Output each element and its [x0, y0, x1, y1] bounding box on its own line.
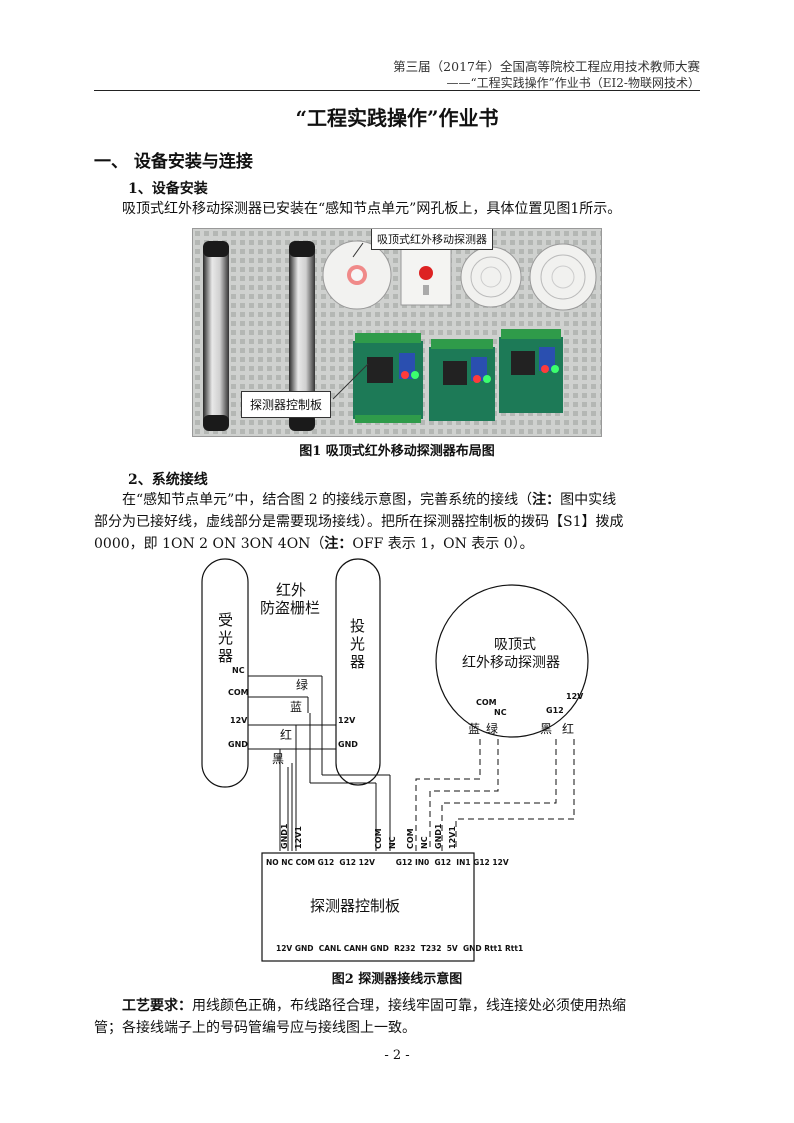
rx-pin-gnd: GND	[228, 740, 248, 749]
transmitter-label-char-3: 器	[350, 653, 365, 671]
control-board-2	[429, 339, 495, 421]
wire-color-blue: 蓝	[290, 700, 302, 714]
det-wire-red: 红	[562, 721, 574, 736]
emergency-button	[400, 248, 452, 306]
solid-wires	[248, 675, 391, 851]
wiring-text-b: 图中实线	[560, 492, 617, 508]
install-paragraph: 吸顶式红外移动探测器已安装在“感知节点单元”网孔板上，具体位置见图1所示。	[122, 201, 622, 217]
craft-requirements-line-2: 管；各接线端子上的号码管编号应与接线图上一致。	[94, 1020, 416, 1036]
ir-beam-receiver	[203, 241, 229, 431]
transmitter-label-char-1: 投	[350, 617, 365, 635]
receiver-unit	[201, 558, 249, 788]
det-pin-nc: NC	[494, 708, 507, 717]
subsection-heading-install: 1、设备安装	[128, 181, 208, 197]
figure-2-caption: 图2 探测器接线示意图	[331, 972, 463, 987]
header-rule	[94, 90, 700, 91]
fence-label-line-1: 红外	[276, 581, 306, 599]
ceiling-detector-unit	[435, 584, 589, 738]
device-photo-illustration	[193, 229, 601, 436]
board-label-gnd1-b: GND1	[434, 823, 443, 849]
control-board-unit	[261, 852, 475, 962]
figure-2-wiring-diagram: 受 光 器 投 光 器 红外 防盗栅栏 吸顶式 红外移动探测器 NC COM 1…	[180, 553, 620, 965]
figure-1-photo: 吸顶式红外移动探测器 探测器控制板	[192, 228, 602, 437]
craft-requirements-line-1: 工艺要求：用线颜色正确，布线路径合理，接线牢固可靠，线连接处必须使用热缩	[94, 995, 700, 1017]
transmitter-unit	[335, 558, 381, 786]
det-wire-blue: 蓝	[468, 722, 480, 736]
receiver-label-char-1: 受	[218, 611, 233, 629]
rx-pin-nc: NC	[232, 666, 245, 675]
wiring-paragraph-line-3: 0000，即 1ON 2 ON 3ON 4ON（注：OFF 表示 1，ON 表示…	[94, 533, 700, 555]
transmitter-label-char-2: 光	[350, 635, 365, 653]
wiring-text-d: OFF 表示 1，ON 表示 0）。	[352, 536, 534, 552]
board-label-12v1-b: 12V1	[448, 826, 457, 849]
det-wire-black: 黑	[540, 722, 552, 736]
board-label-gnd1-a: GND1	[280, 823, 289, 849]
det-pin-g12: G12	[546, 706, 564, 715]
note-label-2: 注：	[324, 536, 353, 552]
detector-label-line-2: 红外移动探测器	[462, 655, 560, 671]
board-label-com-a: COM	[374, 828, 383, 849]
dashed-wires	[415, 739, 575, 851]
wire-color-green: 绿	[296, 677, 308, 692]
board-top-pin-row: NO NC COM G12 G12 12V G12 IN0 G12 IN1 G1…	[266, 858, 509, 867]
tx-pin-12v: 12V	[338, 716, 356, 725]
callout-ceiling-detector: 吸顶式红外移动探测器	[371, 229, 493, 250]
figure-1-caption: 图1 吸顶式红外移动探测器布局图	[299, 444, 495, 459]
page-number: - 2 -	[384, 1048, 410, 1063]
callout-control-board: 探测器控制板	[241, 391, 332, 418]
ceiling-pir-detector	[322, 240, 392, 310]
craft-label: 工艺要求：	[122, 998, 192, 1014]
detector-label-line-1: 吸顶式	[494, 637, 536, 653]
receiver-label-char-2: 光	[218, 629, 233, 647]
wiring-paragraph-line-2: 部分为已接好线，虚线部分是需要现场接线）。把所在探测器控制板的拨码【S1】拨成	[94, 514, 624, 530]
smoke-detector-1	[460, 246, 522, 308]
rx-pin-12v: 12V	[230, 716, 248, 725]
wire-color-red: 红	[280, 727, 292, 742]
header-line-2: ——“工程实践操作”作业书（EI2-物联网技术）	[446, 76, 700, 90]
det-pin-12v: 12V	[566, 692, 584, 701]
control-board-1	[353, 333, 423, 423]
smoke-detector-2	[529, 243, 597, 311]
board-label-nc-a: NC	[388, 836, 397, 849]
board-label-com-b: COM	[406, 828, 415, 849]
rx-pin-com: COM	[228, 688, 249, 697]
document-title: “工程实践操作”作业书	[295, 106, 499, 130]
board-label-nc-b: NC	[420, 836, 429, 849]
det-wire-green: 绿	[486, 721, 498, 736]
wiring-text-a: 在“感知节点单元”中，结合图 2 的接线示意图，完善系统的接线（	[122, 492, 533, 508]
det-pin-com: COM	[476, 698, 497, 707]
note-label-1: 注：	[532, 492, 561, 508]
board-label-12v1-a: 12V1	[294, 826, 303, 849]
wiring-paragraph-line-1: 在“感知节点单元”中，结合图 2 的接线示意图，完善系统的接线（注：图中实线	[94, 489, 700, 511]
subsection-heading-wiring: 2、系统接线	[128, 472, 208, 488]
header-line-1: 第三届（2017年）全国高等院校工程应用技术教师大赛	[393, 59, 700, 74]
tx-pin-gnd: GND	[338, 740, 358, 749]
section-heading: 一、 设备安装与连接	[94, 152, 253, 172]
fence-label-line-2: 防盗栅栏	[260, 599, 320, 617]
board-name-label: 探测器控制板	[310, 897, 400, 915]
receiver-label-char-3: 器	[218, 647, 233, 665]
control-board-3	[499, 329, 563, 413]
board-bottom-pin-row: 12V GND CANL CANH GND R232 T232 5V GND R…	[276, 944, 523, 953]
wire-color-black: 黑	[272, 752, 284, 766]
wiring-text-c: 0000，即 1ON 2 ON 3ON 4ON（	[94, 536, 325, 552]
craft-text-1: 用线颜色正确，布线路径合理，接线牢固可靠，线连接处必须使用热缩	[192, 998, 626, 1014]
ir-beam-transmitter	[289, 241, 315, 431]
